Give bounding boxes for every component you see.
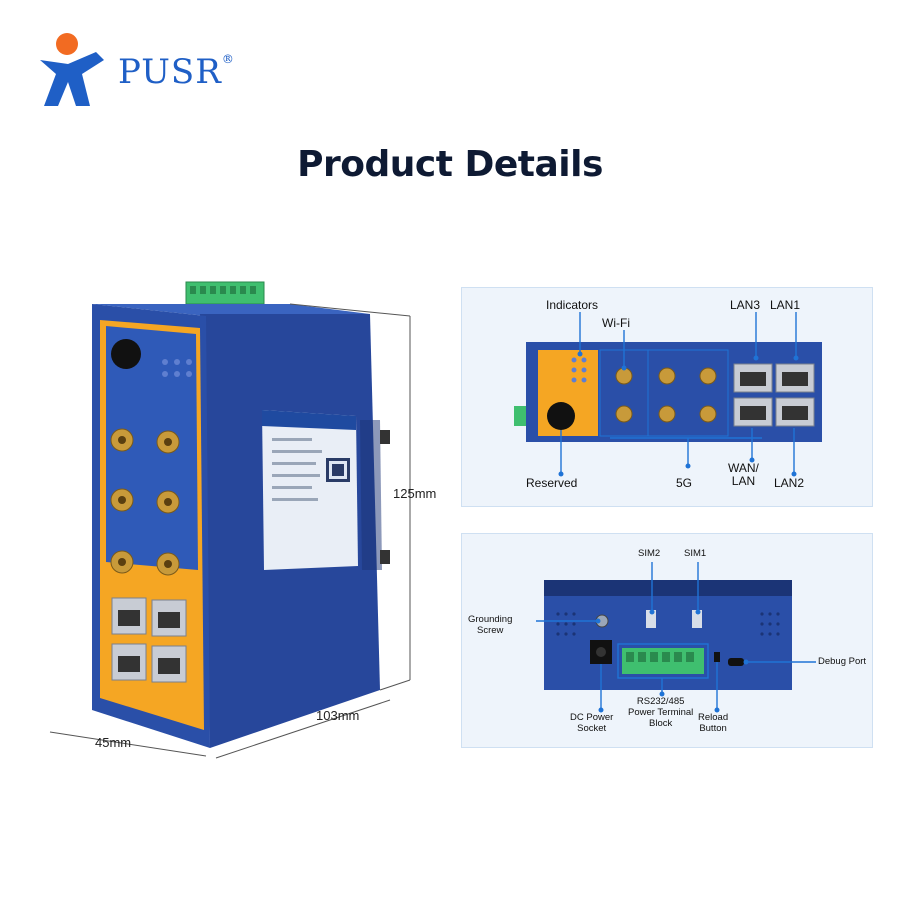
front-view-panel: Indicators Wi-Fi LAN3 LAN1 Reserved 5G W… (461, 287, 873, 507)
sim2-label: SIM2 (638, 548, 661, 559)
5g-label: 5G (676, 476, 693, 490)
brand-logo (38, 30, 118, 113)
brand-name: PUSR® (118, 52, 235, 92)
height-dimension-label: 125mm (393, 486, 437, 501)
front-view-diagram (514, 312, 822, 477)
reserved-label: Reserved (526, 476, 578, 490)
router-device-illustration (49, 281, 411, 759)
width-dimension-label: 45mm (95, 735, 132, 750)
person-logo-icon (40, 33, 104, 106)
lan1-label: LAN1 (770, 298, 801, 312)
debug-port-label: Debug Port (818, 656, 867, 667)
bottom-view-diagram (536, 562, 816, 713)
lan2-label: LAN2 (774, 476, 805, 490)
wan-lan-label: WAN/ LAN (728, 461, 759, 488)
terminal-block-label: RS232/485 Power Terminal Block (628, 696, 694, 729)
lan3-label: LAN3 (730, 298, 761, 312)
sim1-label: SIM1 (684, 548, 707, 559)
indicators-label: Indicators (546, 298, 599, 312)
dc-power-label: DC Power Socket (570, 712, 614, 734)
depth-dimension-label: 103mm (316, 708, 360, 723)
wifi-label: Wi-Fi (602, 316, 630, 330)
reload-button-label: Reload Button (698, 712, 729, 734)
page-title: Product Details (297, 144, 603, 185)
bottom-view-panel: SIM2 SIM1 Grounding Screw Debug Port DC … (461, 533, 873, 748)
grounding-screw-label: Grounding Screw (468, 614, 513, 636)
